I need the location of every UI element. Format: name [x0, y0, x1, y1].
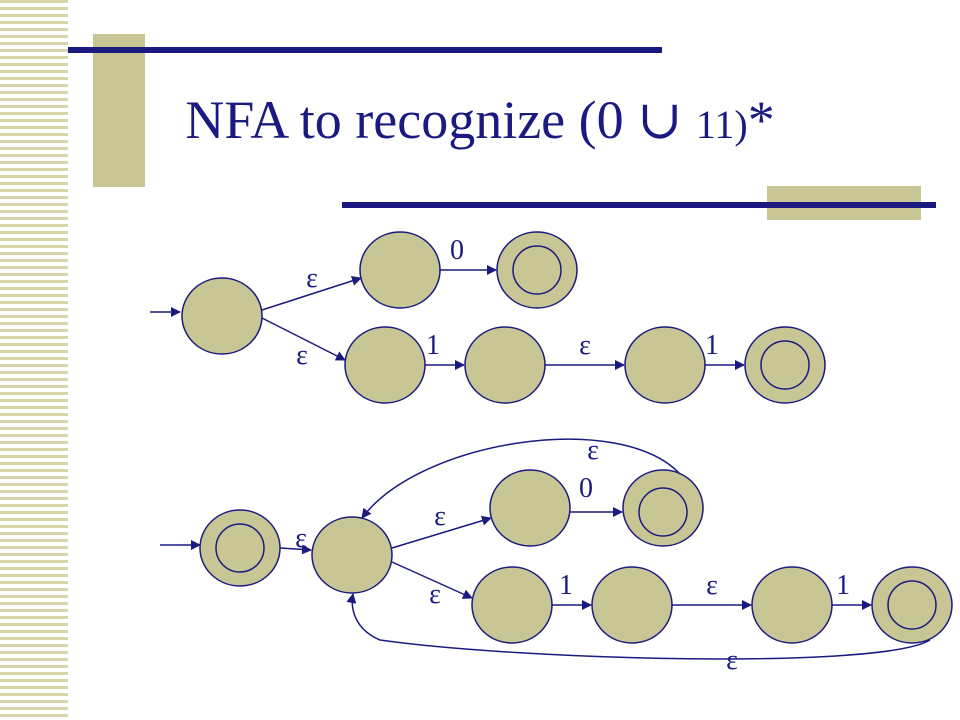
state-0-accept — [496, 231, 578, 309]
accept-ring — [215, 523, 265, 573]
state-11-accept — [744, 326, 826, 404]
state-0-accept — [622, 469, 704, 547]
edge-label: 1 — [426, 330, 440, 361]
edge-label: ε — [726, 645, 738, 676]
edge-label: 0 — [450, 235, 464, 266]
state-11-accept — [871, 566, 953, 644]
slide-title: NFA to recognize (0 ∪ 11)* — [0, 88, 960, 151]
state-1-mid — [464, 326, 546, 404]
edge-label: ε — [306, 263, 318, 294]
edge-eps-lower — [391, 561, 473, 599]
state-0-entry — [489, 469, 571, 547]
state-0-entry — [359, 231, 441, 309]
state-start — [181, 277, 263, 355]
edge-eps-loop-bottom — [346, 593, 931, 660]
edge-label: ε — [429, 579, 441, 610]
edge-label: 0 — [579, 473, 593, 504]
title-main: NFA to recognize (0 ∪ — [185, 90, 696, 150]
edge-label: ε — [706, 570, 718, 601]
state-start — [311, 516, 393, 594]
edge-label: ε — [579, 330, 591, 361]
title-star: * — [747, 90, 775, 150]
decorative-line-top — [68, 47, 662, 53]
edge-eps-upper — [261, 276, 362, 311]
state-1-entry — [471, 566, 553, 644]
edge-label: ε — [587, 435, 599, 466]
nfa-top: ε ε 0 1 ε 1 — [150, 231, 826, 404]
edge-eps-upper — [391, 515, 492, 549]
edge-label: 1 — [836, 570, 850, 601]
edge-eps-lower — [261, 317, 346, 361]
edge-label: ε — [295, 523, 307, 554]
edge-label: ε — [296, 340, 308, 371]
decorative-line-bottom — [342, 202, 936, 208]
accept-ring — [512, 245, 562, 295]
decorative-block-left — [93, 34, 145, 187]
accept-ring — [887, 580, 937, 630]
accept-ring — [638, 487, 688, 537]
edge-label: 1 — [705, 330, 719, 361]
edge-label: 1 — [559, 570, 573, 601]
state-1-mid — [591, 566, 673, 644]
state-new-start-accept — [199, 509, 281, 587]
state-1-entry — [344, 326, 426, 404]
accept-ring — [760, 340, 810, 390]
title-small: 11) — [695, 102, 748, 147]
edge-eps-loop-top — [361, 438, 681, 519]
edge-label: ε — [434, 501, 446, 532]
nfa-bottom: ε ε 0 ε 1 ε 1 ε ε — [160, 435, 953, 676]
state-1-second — [751, 566, 833, 644]
edge-eps-start — [279, 544, 312, 555]
state-1-second — [624, 326, 706, 404]
decorative-stripe-bar — [0, 0, 68, 720]
